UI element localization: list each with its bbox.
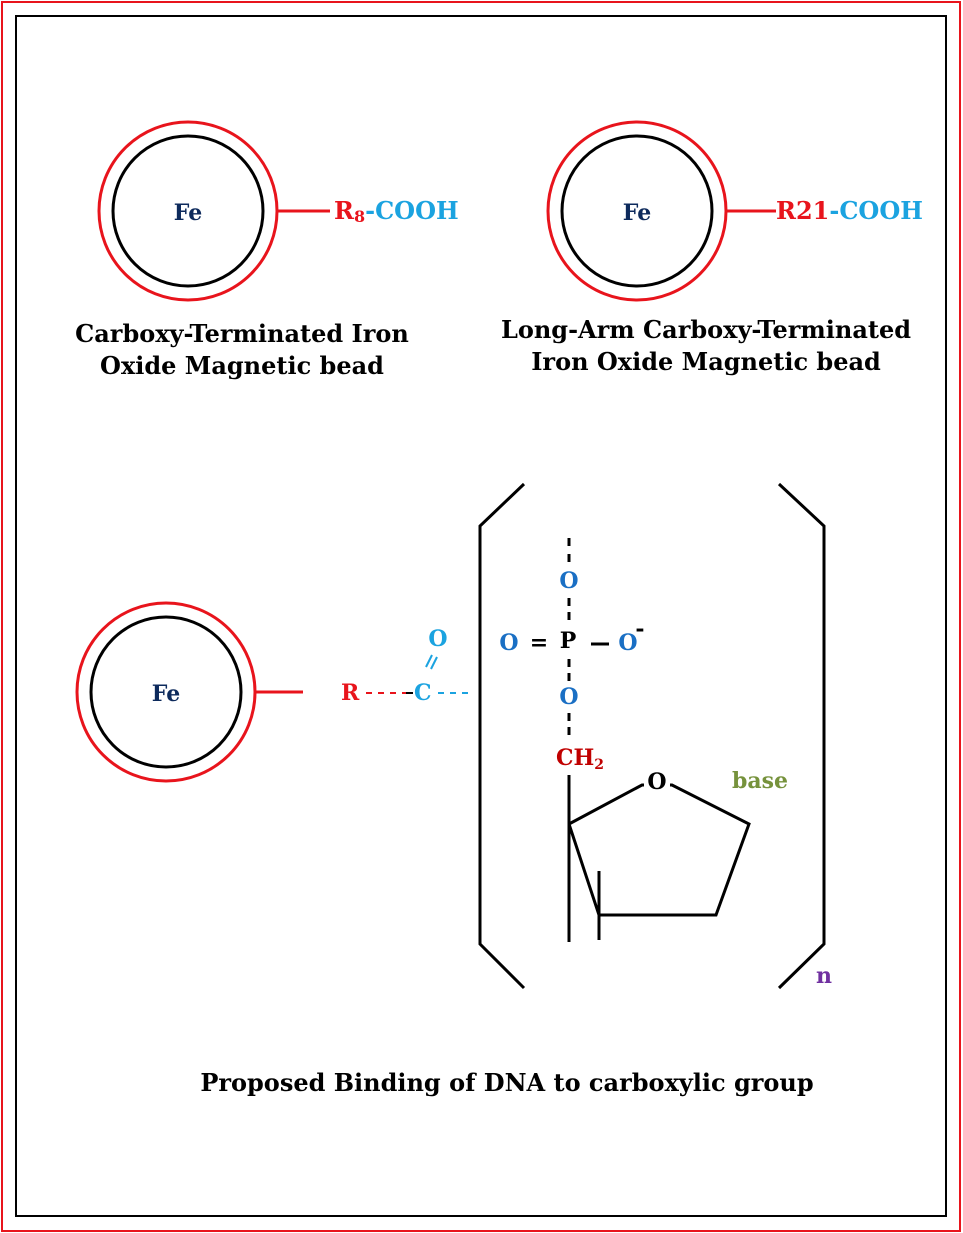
bead-3-r-group: R (341, 680, 360, 706)
bead-2-functional-group: R21-COOH (776, 196, 923, 225)
phosphorus: P (560, 628, 577, 654)
bead-2-dash: - (829, 196, 839, 225)
bead-2-caption-line2: Iron Oxide Magnetic bead (531, 347, 881, 376)
equals-sign: = (530, 630, 548, 656)
bead-1-core-label: Fe (174, 200, 202, 226)
ch2-group: CH2 (556, 745, 604, 773)
oxygen-bottom: O (559, 684, 578, 710)
bead-3-outer-ring (75, 601, 257, 783)
ring-oxygen: O (647, 769, 666, 795)
bead-3-core-label: Fe (152, 681, 180, 707)
bead-2-inner-core (560, 134, 714, 288)
oxygen-right: O (618, 630, 637, 656)
right-bracket (777, 482, 826, 990)
bead-1-inner-core (111, 134, 265, 288)
carbon-label: C (414, 680, 432, 706)
bead-1-r-subscript: 8 (354, 207, 365, 226)
oxygen-left: O (499, 630, 518, 656)
negative-charge: - (635, 616, 644, 642)
bead-2-core-label: Fe (623, 200, 651, 226)
bead-2: Fe R21-COOH Long-Arm Carboxy-Terminated … (501, 120, 923, 376)
bead-1-dash: - (365, 196, 375, 225)
bead-1-outer-ring (97, 120, 279, 302)
bead-1-caption-line1: Carboxy-Terminated Iron (75, 319, 409, 348)
bead-1: Fe R8-COOH Carboxy-Terminated Iron Oxide… (75, 120, 459, 380)
bead-3-inner-core (89, 615, 243, 769)
oxygen-top: O (559, 568, 578, 594)
bead-2-r-group: R21 (776, 196, 829, 225)
sugar-ring (567, 783, 751, 917)
dna-repeat-unit: n O O = P O - O CH2 O base (478, 482, 832, 990)
carbonyl-oxygen: O (428, 626, 447, 652)
bead-2-terminal-group: COOH (839, 196, 923, 225)
bead-1-r-group: R (334, 196, 355, 225)
bead-2-caption-line1: Long-Arm Carboxy-Terminated (501, 315, 911, 344)
bead-2-outer-ring (546, 120, 728, 302)
bead-1-caption-line2: Oxide Magnetic bead (100, 351, 384, 380)
base-label: base (732, 768, 788, 794)
bead-1-functional-group: R8-COOH (334, 196, 459, 226)
diagram-caption: Proposed Binding of DNA to carboxylic gr… (200, 1068, 813, 1097)
inner-frame (15, 15, 947, 1217)
carbonyl-double-bond-2 (430, 656, 438, 670)
ch2-subscript: 2 (594, 757, 604, 773)
left-bracket (478, 482, 526, 990)
repeat-subscript: n (816, 963, 832, 989)
ch2-main: CH (556, 745, 594, 771)
bead-3: Fe R C O (75, 601, 468, 783)
carbonyl-double-bond-1 (425, 654, 433, 668)
ring-oxygen-backdrop (644, 768, 670, 794)
bead-1-terminal-group: COOH (375, 196, 459, 225)
